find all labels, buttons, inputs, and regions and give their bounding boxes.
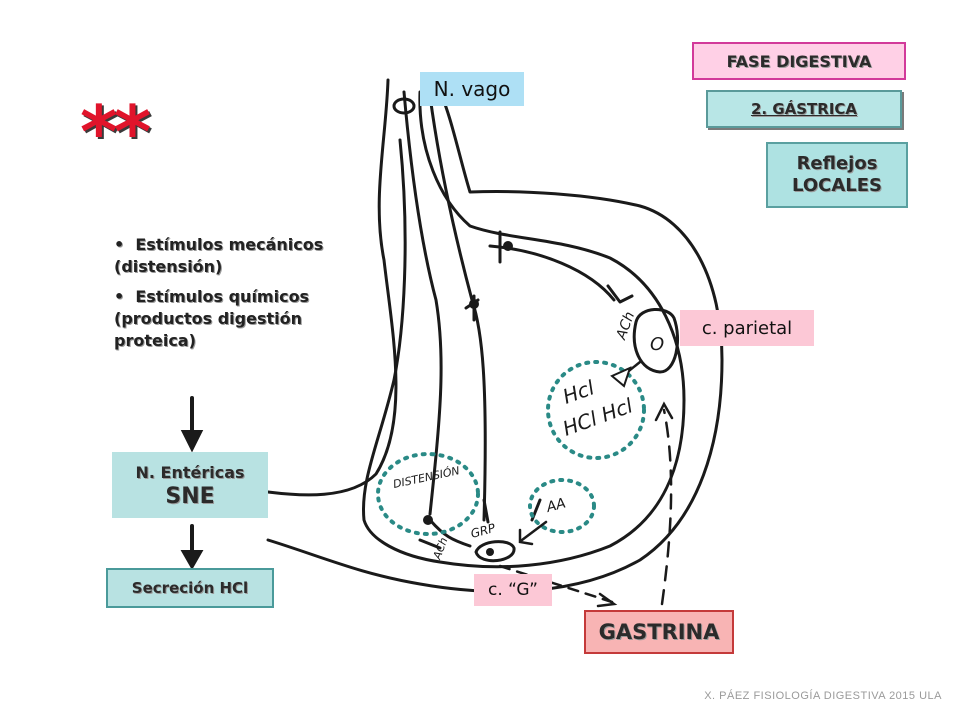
stimulus-mechanical: • Estímulos mecánicos (distensión) — [114, 234, 376, 278]
distension-label: DISTENSIÓN — [392, 464, 461, 491]
aa-label: AA — [544, 495, 568, 516]
bullet: • — [114, 287, 125, 306]
reflejos-line1: Reflejos — [796, 153, 878, 174]
parietal-label: c. parietal — [680, 310, 814, 346]
entericas-line2: SNE — [165, 484, 215, 509]
hcl-text-1: Hcl — [560, 375, 598, 409]
stimuli-list: • Estímulos mecánicos (distensión) • Est… — [114, 234, 376, 360]
double-asterisk-mark: ** — [80, 90, 151, 174]
stomach-outer-wall-bottom — [266, 86, 724, 594]
vagus-trunk-1 — [402, 90, 443, 516]
reflejos-locales-box: Reflejos LOCALES — [766, 142, 908, 208]
lower-neuron — [428, 518, 472, 548]
entericas-line1: N. Entéricas — [135, 463, 245, 482]
fase-gastrica-box: 2. GÁSTRICA — [706, 90, 902, 128]
stomach-inner-wall — [361, 90, 686, 569]
aa-arrow — [520, 520, 548, 542]
g-cell-label: c. “G” — [474, 574, 552, 606]
dashed-gastrina-return — [660, 408, 673, 606]
secrecion-hcl-box: Secreción HCl — [106, 568, 274, 608]
gastrina-box: GASTRINA — [584, 610, 734, 654]
parietal-cell — [632, 308, 679, 374]
dashed-to-gastrina — [498, 564, 614, 604]
vago-label: N. vago — [420, 72, 524, 106]
bullet: • — [114, 235, 125, 254]
stomach-outer-wall-left — [266, 78, 398, 497]
stimulus-text: Estímulos químicos (productos digestión … — [114, 287, 310, 350]
g-cell — [474, 540, 516, 563]
hcl-dotted-circle — [546, 360, 646, 460]
aa-dotted-circle — [528, 478, 596, 534]
distension-dotted-circle — [376, 452, 480, 536]
stimulus-text: Estímulos mecánicos (distensión) — [114, 235, 324, 276]
footer-credit: X. PÁEZ FISIOLOGÍA DIGESTIVA 2015 ULA — [704, 690, 942, 702]
parietal-mark: O — [650, 334, 664, 355]
stimulus-chemical: • Estímulos químicos (productos digestió… — [114, 286, 376, 352]
reflejos-line2: LOCALES — [792, 175, 882, 196]
entericas-box: N. Entéricas SNE — [112, 452, 268, 518]
vagus-ring — [392, 97, 416, 115]
fase-gastrica-label: 2. GÁSTRICA — [750, 100, 858, 118]
fase-digestiva-box: FASE DIGESTIVA — [692, 42, 906, 80]
grp-label: GRP — [469, 521, 497, 541]
ach-bottom-label: ACh — [430, 536, 450, 562]
